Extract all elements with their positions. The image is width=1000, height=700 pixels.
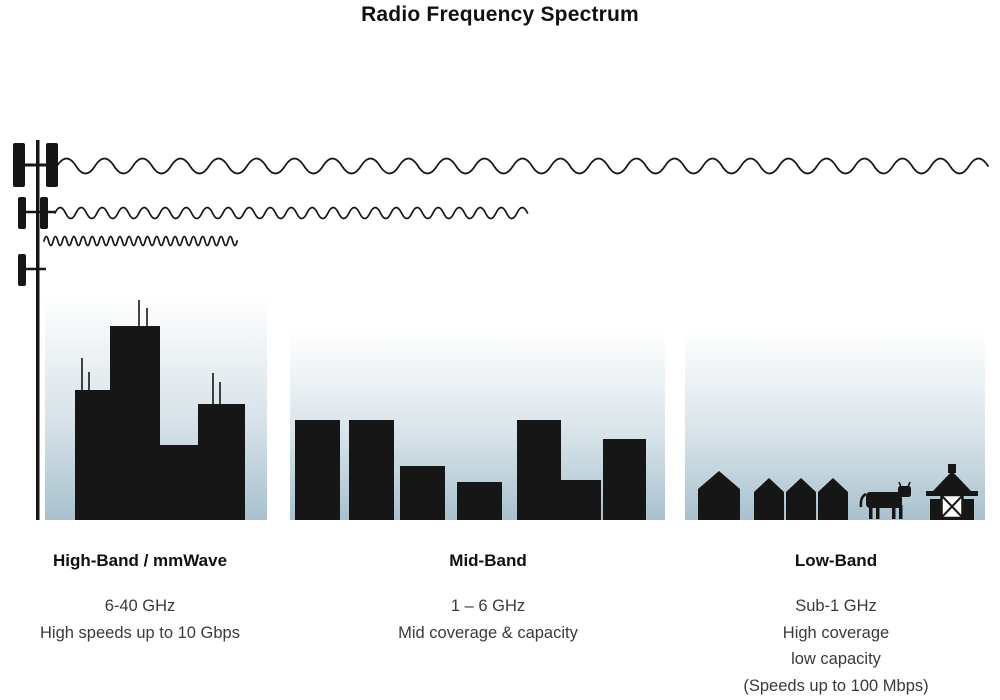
barn-icon: [926, 464, 978, 520]
antenna-panel: [46, 143, 58, 187]
skyscraper: [110, 326, 160, 520]
low-band-rural-scene: [698, 464, 978, 520]
antenna-panel: [13, 143, 25, 187]
midrise-building: [295, 420, 340, 520]
house-icon: [754, 478, 784, 520]
short-wavelength-wave: [43, 235, 239, 247]
cow-head: [898, 486, 911, 497]
antenna-panel: [40, 197, 48, 229]
midrise-building: [400, 466, 445, 520]
cow-leg: [869, 505, 873, 519]
cell-tower-icon: [13, 140, 58, 520]
mid-band-label: Mid-Band: [449, 551, 527, 570]
midrise-building: [561, 480, 601, 520]
house-icon: [698, 471, 740, 520]
low-band-label: Low-Band: [794, 551, 878, 570]
tower-pole: [36, 140, 40, 520]
midrise-building: [517, 420, 561, 520]
high-band-details: 6-40 GHz High speeds up to 10 Gbps: [20, 593, 260, 646]
midrise-building: [603, 439, 646, 520]
house-icon: [786, 478, 816, 520]
high-band-description: High speeds up to 10 Gbps: [40, 623, 240, 642]
low-band-description: low capacity: [791, 650, 881, 668]
midrise-building: [457, 482, 502, 520]
cow-horn: [898, 481, 902, 488]
low-band-frequency: Sub-1 GHz: [795, 597, 877, 615]
antenna-panel: [18, 197, 26, 229]
high-band-label: High-Band / mmWave: [52, 551, 228, 570]
mid-band-description: Mid coverage & capacity: [398, 623, 578, 642]
skyscraper: [160, 445, 198, 520]
skyscraper: [198, 404, 245, 520]
low-band-description: (Speeds up to 100 Mbps): [743, 676, 929, 695]
cow-tail: [859, 492, 867, 508]
mid-band-details: 1 – 6 GHz Mid coverage & capacity: [348, 593, 628, 646]
midrise-building: [349, 420, 394, 520]
cow-body: [866, 492, 902, 508]
low-band-description: High coverage: [782, 623, 890, 642]
page-title: Radio Frequency Spectrum: [361, 3, 639, 26]
antenna-panel: [18, 254, 26, 286]
barn-roof: [926, 471, 978, 496]
cow-horn: [907, 481, 911, 488]
mid-band-skyline: [295, 420, 646, 520]
cow-leg: [892, 505, 896, 519]
radio-waves: [43, 157, 989, 247]
barn-cupola: [948, 464, 956, 473]
skyscraper: [75, 390, 110, 520]
mid-band-frequency: 1 – 6 GHz: [450, 597, 526, 615]
barn-door-cross: [941, 495, 963, 518]
low-band-details: Sub-1 GHz High coverage low capacity (Sp…: [706, 593, 966, 699]
cow-icon: [859, 481, 911, 519]
high-band-city-skyline: [75, 300, 245, 520]
house-icon: [818, 478, 848, 520]
medium-wavelength-wave: [54, 206, 529, 220]
long-wavelength-wave: [56, 157, 989, 175]
cow-leg: [876, 505, 880, 519]
high-band-frequency: 6-40 GHz: [104, 597, 176, 615]
cow-leg: [899, 505, 903, 519]
